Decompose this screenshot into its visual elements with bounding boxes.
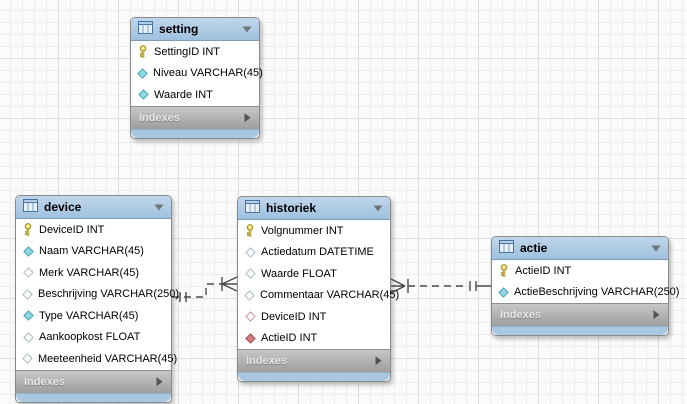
column-text: Waarde INT (154, 88, 213, 101)
indexes-label: Indexes (24, 375, 65, 388)
column-actiedatum[interactable]: Actiedatum DATETIME (238, 242, 390, 264)
indexes-label: Indexes (139, 111, 180, 124)
diamond-fk-outline-icon (244, 311, 256, 323)
diamond-filled-icon (498, 286, 509, 298)
column-text: Meeteenheid VARCHAR(45) (38, 352, 178, 365)
column-text: Volgnummer INT (261, 224, 344, 237)
column-niveau[interactable]: Niveau VARCHAR(45) (131, 63, 263, 85)
column-actiebeschrijving[interactable]: ActieBeschrijving VARCHAR(250) (492, 282, 679, 304)
table-columns: ActieID INT ActieBeschrijving VARCHAR(25… (492, 260, 679, 304)
table-columns: Volgnummer INT Actiedatum DATETIME Waard… (238, 220, 399, 350)
table-name: historiek (266, 201, 317, 215)
table-columns: SettingID INT Niveau VARCHAR(45) Waarde … (131, 41, 263, 106)
table-name: device (44, 200, 82, 214)
column-text: Niveau VARCHAR(45) (153, 67, 263, 80)
column-text: Type VARCHAR(45) (39, 309, 139, 322)
expand-arrow-icon[interactable] (244, 112, 251, 123)
column-text: ActieBeschrijving VARCHAR(250) (514, 286, 680, 299)
column-beschrijving[interactable]: Beschrijving VARCHAR(250) (16, 284, 179, 306)
column-text: ActieID INT (261, 332, 318, 345)
table-bottom-strip (16, 392, 171, 402)
table-header[interactable]: setting (131, 18, 259, 41)
expand-arrow-icon[interactable] (653, 310, 660, 320)
table-header[interactable]: device (16, 196, 171, 219)
column-text: Merk VARCHAR(45) (39, 266, 140, 279)
diamond-filled-icon (22, 310, 34, 322)
table-name: setting (159, 22, 199, 36)
key-icon (244, 224, 256, 237)
table-icon (499, 240, 514, 256)
table-indexes-bar[interactable]: Indexes (238, 349, 390, 372)
column-deviceid[interactable]: DeviceID INT (16, 219, 171, 241)
column-text: ActieID INT (515, 264, 572, 277)
column-aankoopkost[interactable]: Aankoopkost FLOAT (16, 327, 171, 349)
collapse-triangle-icon[interactable] (154, 204, 164, 211)
table-indexes-bar[interactable]: Indexes (131, 105, 259, 129)
column-actieid[interactable]: ActieID INT (238, 328, 390, 350)
column-text: Commentaar VARCHAR(45) (260, 289, 400, 302)
column-volgnummer[interactable]: Volgnummer INT (238, 220, 390, 242)
table-columns: DeviceID INT Naam VARCHAR(45) Merk VARCH… (16, 219, 179, 370)
diamond-outline-icon (22, 331, 34, 343)
table-setting[interactable]: setting SettingID INT Niveau VARCHAR(45)… (130, 17, 263, 139)
key-icon (137, 45, 149, 58)
column-merk[interactable]: Merk VARCHAR(45) (16, 262, 171, 284)
table-header[interactable]: actie (492, 237, 668, 260)
column-text: Waarde FLOAT (261, 267, 337, 280)
table-bottom-strip (492, 326, 668, 335)
relationship-actie-historiek[interactable] (390, 278, 491, 294)
column-text: Beschrijving VARCHAR(250) (38, 288, 180, 301)
diamond-outline-icon (22, 288, 33, 300)
column-text: DeviceID INT (261, 310, 327, 323)
column-commentaar[interactable]: Commentaar VARCHAR(45) (238, 285, 399, 307)
column-meeteenheid[interactable]: Meeteenheid VARCHAR(45) (16, 348, 177, 370)
expand-arrow-icon[interactable] (156, 376, 163, 387)
column-waarde[interactable]: Waarde FLOAT (238, 263, 390, 285)
collapse-triangle-icon[interactable] (373, 205, 383, 212)
table-actie[interactable]: actie ActieID INT ActieBeschrijving VARC… (491, 236, 679, 336)
table-indexes-bar[interactable]: Indexes (492, 303, 668, 326)
indexes-label: Indexes (500, 309, 541, 321)
diamond-outline-icon (22, 353, 33, 365)
diamond-fk-filled-icon (244, 332, 256, 344)
diamond-outline-icon (244, 268, 256, 280)
column-text: Naam VARCHAR(45) (39, 245, 144, 258)
column-type[interactable]: Type VARCHAR(45) (16, 305, 171, 327)
table-name: actie (520, 241, 548, 255)
key-icon (498, 264, 510, 277)
table-icon (138, 21, 153, 37)
column-deviceid[interactable]: DeviceID INT (238, 306, 390, 328)
key-icon (22, 223, 34, 236)
collapse-triangle-icon[interactable] (651, 245, 661, 252)
table-icon (23, 199, 38, 215)
diamond-outline-icon (22, 267, 34, 279)
column-actieid[interactable]: ActieID INT (492, 260, 668, 282)
diamond-filled-icon (22, 245, 34, 257)
column-text: Aankoopkost FLOAT (39, 331, 141, 344)
table-bottom-strip (238, 372, 390, 381)
column-text: Actiedatum DATETIME (261, 246, 374, 259)
diamond-outline-icon (244, 289, 255, 301)
column-waarde[interactable]: Waarde INT (131, 84, 259, 106)
diamond-outline-icon (244, 246, 256, 258)
expand-arrow-icon[interactable] (375, 356, 382, 366)
diamond-filled-icon (137, 67, 148, 79)
column-settingid[interactable]: SettingID INT (131, 41, 259, 63)
table-device[interactable]: device DeviceID INT Naam VARCHAR(45) Mer… (15, 195, 179, 403)
relationship-device-historiek[interactable] (172, 276, 238, 302)
collapse-triangle-icon[interactable] (242, 26, 252, 33)
table-historiek[interactable]: historiek Volgnummer INT Actiedatum DATE… (237, 196, 399, 382)
table-icon (245, 200, 260, 216)
table-bottom-strip (131, 128, 259, 138)
table-indexes-bar[interactable]: Indexes (16, 369, 171, 393)
table-header[interactable]: historiek (238, 197, 390, 220)
column-naam[interactable]: Naam VARCHAR(45) (16, 241, 171, 263)
diamond-filled-icon (137, 89, 149, 101)
column-text: SettingID INT (154, 45, 221, 58)
column-text: DeviceID INT (39, 223, 105, 236)
indexes-label: Indexes (246, 355, 287, 367)
